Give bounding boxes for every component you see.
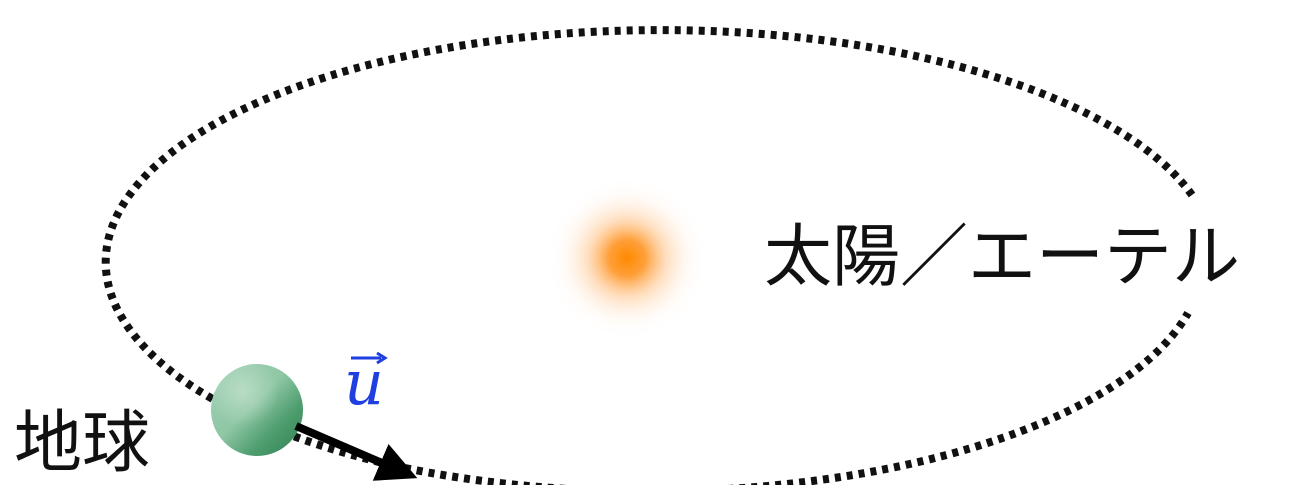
sun-icon bbox=[545, 176, 709, 340]
earth-label: 地球 bbox=[14, 404, 151, 483]
orbit-path-upper bbox=[101, 26, 1196, 472]
velocity-arrow bbox=[294, 422, 418, 481]
orbit-path-lower bbox=[404, 311, 1192, 485]
velocity-label: u bbox=[344, 346, 384, 419]
sun-aether-label: 太陽／エーテル bbox=[764, 218, 1241, 297]
vector-arrow-icon bbox=[351, 351, 388, 365]
earth-icon bbox=[211, 364, 303, 456]
